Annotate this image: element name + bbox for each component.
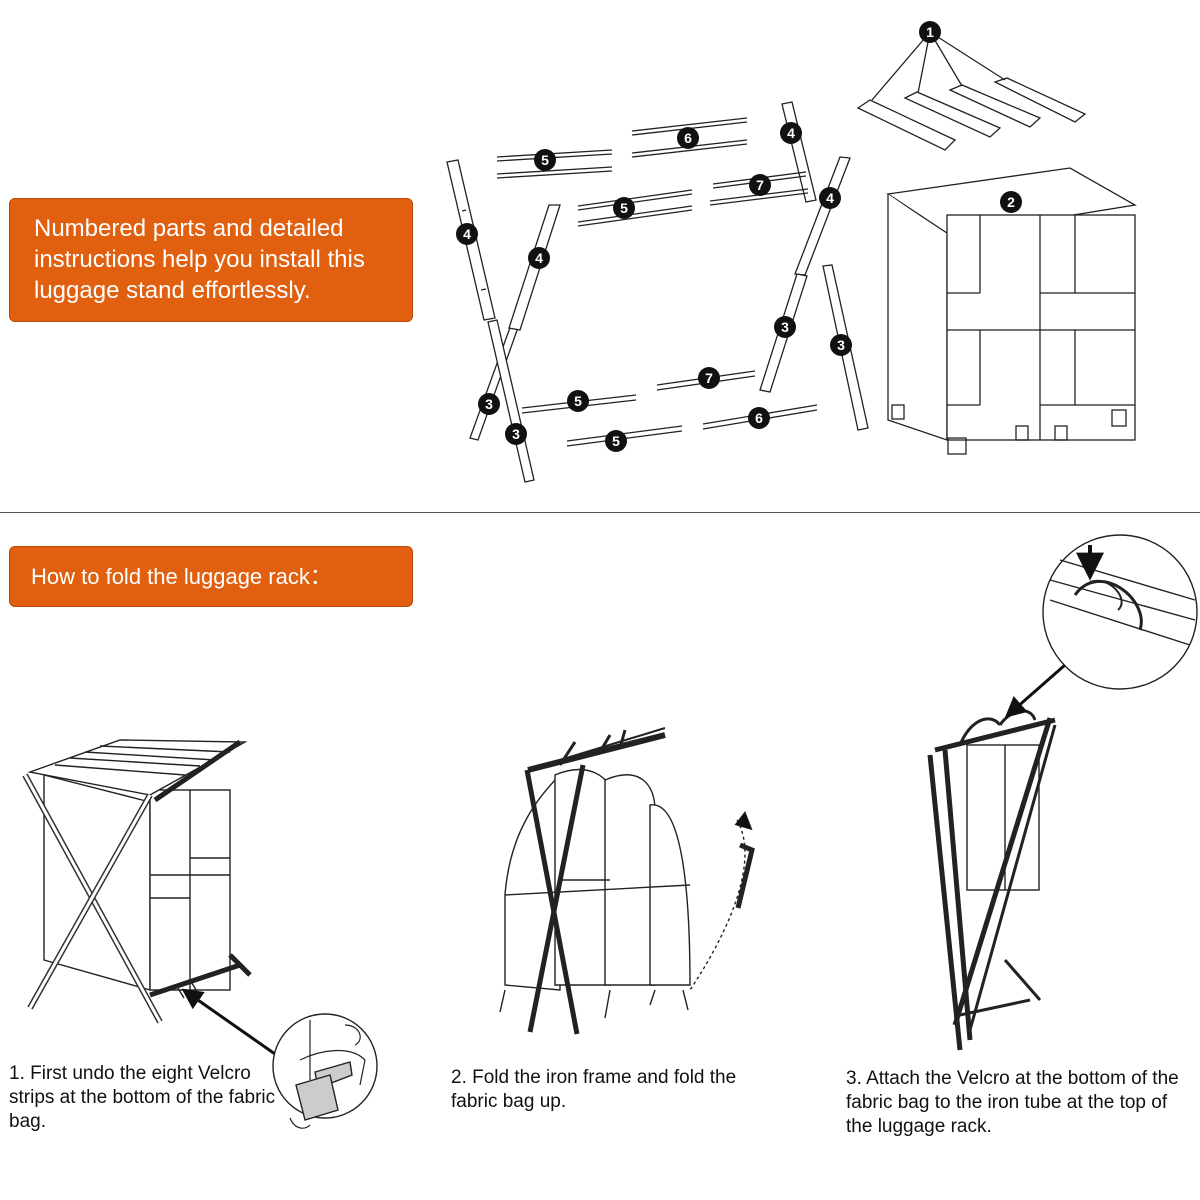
svg-text:5: 5 [574,393,582,409]
step-1-illustration [22,739,378,1129]
svg-text:4: 4 [787,125,795,141]
part-1-straps [856,31,1087,151]
part-badges: 1 2 6 4 5 7 4 5 4 4 3 3 7 5 3 6 3 5 [456,21,1022,452]
svg-text:4: 4 [826,190,834,206]
svg-text:7: 7 [756,177,764,193]
fold-section-title: How to fold the luggage rack： [31,564,332,589]
svg-text:4: 4 [535,250,543,266]
intro-banner-text: Numbered parts and detailed instructions… [34,215,365,304]
badge-3-right: 3 [830,334,852,356]
badge-4-left-mid: 4 [528,247,550,269]
step-2-caption: 2. Fold the iron frame and fold the fabr… [451,1067,737,1112]
parts-exploded-view [446,31,1137,483]
svg-text:5: 5 [612,433,620,449]
svg-text:3: 3 [781,319,789,335]
badge-1: 1 [919,21,941,43]
svg-text:3: 3 [837,337,845,353]
svg-text:6: 6 [684,130,692,146]
svg-text:4: 4 [463,226,471,242]
step-3-caption: 3. Attach the Velcro at the bottom of th… [846,1068,1179,1137]
badge-4-right-top: 4 [780,122,802,144]
badge-4-left: 4 [456,223,478,245]
svg-text:1: 1 [926,24,934,40]
svg-text:2: 2 [1007,194,1015,210]
badge-2: 2 [1000,191,1022,213]
badge-3-right-mid: 3 [774,316,796,338]
svg-text:5: 5 [541,152,549,168]
badge-4-right: 4 [819,187,841,209]
part-6-tubes-top [631,117,748,158]
fold-section-banner: How to fold the luggage rack： [9,546,413,607]
badge-5-top: 5 [534,149,556,171]
svg-text:3: 3 [485,396,493,412]
svg-text:3: 3 [512,426,520,442]
badge-5-mid: 5 [613,197,635,219]
badge-3-left: 3 [478,393,500,415]
section-divider [0,512,1200,513]
badge-5-bottom-b: 5 [605,430,627,452]
svg-text:6: 6 [755,410,763,426]
badge-7-top: 7 [749,174,771,196]
badge-3-left-bottom: 3 [505,423,527,445]
intro-banner: Numbered parts and detailed instructions… [9,198,413,322]
step-1-caption: 1. First undo the eight Velcro strips at… [9,1063,276,1132]
badge-7-bottom: 7 [698,367,720,389]
badge-6-top: 6 [677,127,699,149]
svg-text:7: 7 [705,370,713,386]
svg-text:5: 5 [620,200,628,216]
badge-5-bottom-a: 5 [567,390,589,412]
step-3-illustration [927,534,1198,1051]
badge-6-bottom: 6 [748,407,770,429]
step-2-illustration [499,727,755,1035]
part-5-tubes-mid [577,189,693,227]
part-2-fabric-organizer [886,167,1137,455]
